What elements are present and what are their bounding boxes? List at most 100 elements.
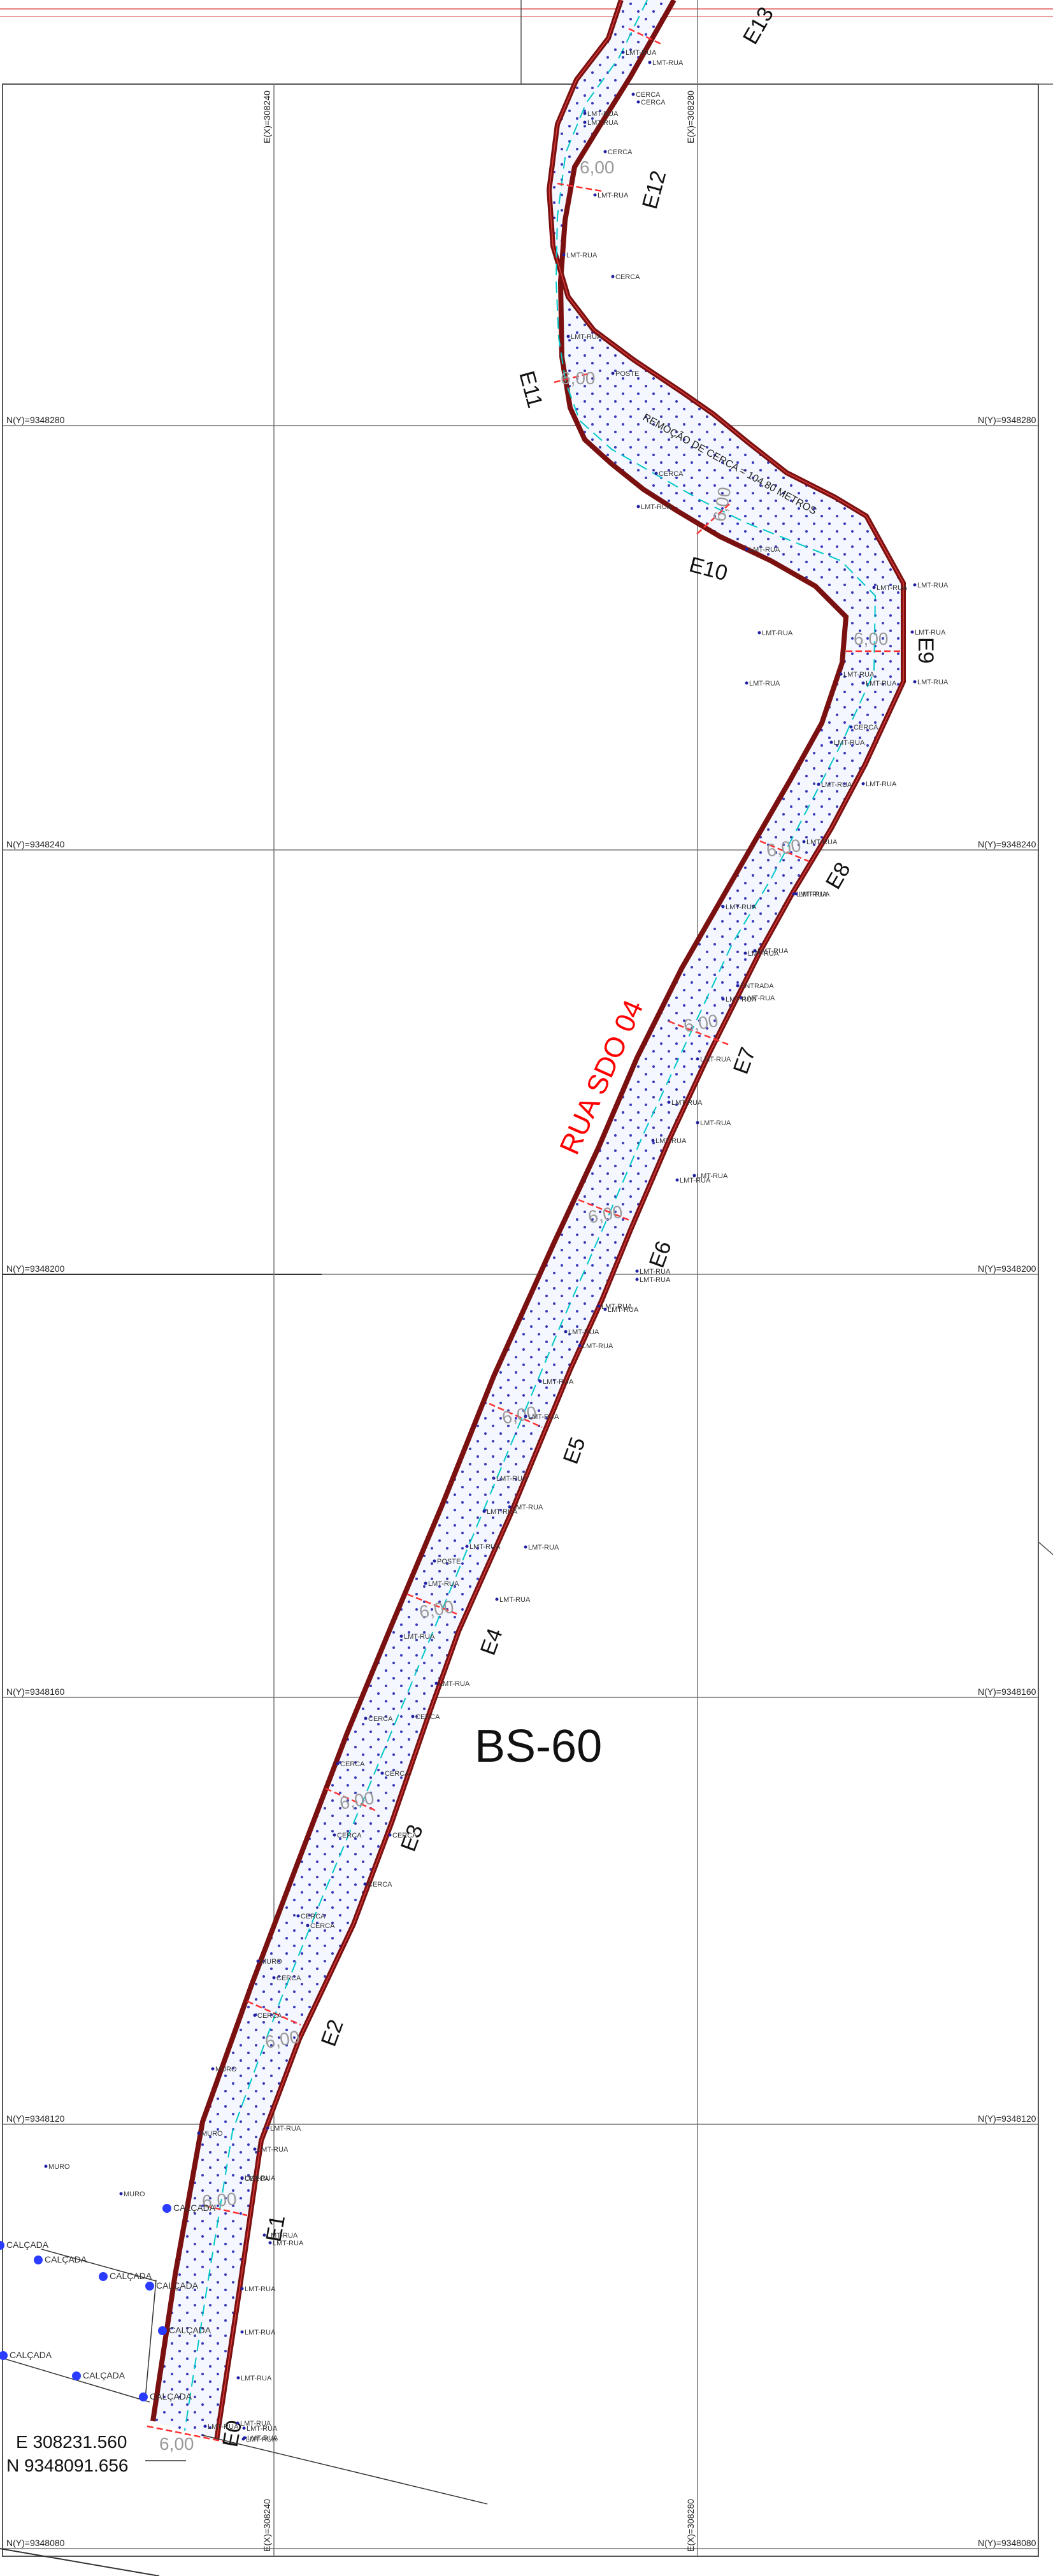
north-label: N(Y)=9348080 [6, 2538, 65, 2548]
station-label: E6 [645, 1238, 677, 1271]
survey-point-marker [241, 2437, 245, 2441]
survey-point-marker [913, 680, 917, 684]
survey-point-marker [364, 1716, 368, 1720]
survey-point-marker [524, 1414, 527, 1418]
survey-point-label: CALÇADA [173, 2203, 216, 2213]
survey-point-marker [236, 2376, 240, 2380]
station-label: E5 [559, 1434, 591, 1467]
survey-point-marker [566, 335, 570, 338]
survey-point-marker [861, 681, 865, 685]
survey-point-label: LMT-RUA [270, 2125, 301, 2133]
survey-point-label: LMT-RUA [641, 503, 672, 511]
survey-point-label: POSTE [615, 370, 639, 378]
north-label: N(Y)=9348280 [6, 415, 65, 425]
survey-point-label: CERCA [641, 99, 666, 106]
survey-point-label: CALÇADA [110, 2271, 152, 2281]
survey-point-label: LMT-RUA [240, 2420, 271, 2428]
survey-point-label: CERCA [608, 148, 633, 156]
survey-point-label: CERCA [340, 1760, 365, 1768]
station-label: E12 [638, 168, 671, 212]
width-label: 6,00 [854, 629, 889, 649]
survey-point-label: LMT-RUA [241, 2375, 272, 2382]
survey-point-label: LMT-RUA [700, 1056, 731, 1063]
survey-point-marker [240, 2287, 244, 2291]
survey-point-marker [740, 996, 743, 1000]
survey-point-marker [648, 61, 652, 64]
survey-point-marker [743, 951, 747, 955]
survey-point-label: LMT-RUA [834, 739, 865, 747]
road-edge-left-inner [216, 0, 904, 2441]
survey-point-marker [424, 1581, 427, 1585]
survey-point-label: ENTRADA [740, 982, 774, 990]
survey-point-label: CERCA [257, 2012, 282, 2020]
survey-point-label: CERCA [368, 1881, 392, 1889]
survey-point-marker [736, 984, 740, 988]
survey-point-marker [696, 1121, 699, 1125]
north-label: N(Y)=9348160 [978, 1687, 1036, 1697]
survey-point-marker [433, 1559, 436, 1563]
station-label: E4 [476, 1625, 508, 1659]
road-corridor [150, 0, 906, 2441]
survey-point-label: CERCA [392, 1832, 417, 1839]
survey-point-label: LMT-RUA [640, 1268, 671, 1276]
survey-point-marker [562, 253, 566, 257]
survey-point-marker [631, 92, 635, 96]
station-label: E9 [913, 637, 938, 664]
survey-point-label: LMT-RUA [626, 49, 657, 57]
survey-point-marker [482, 1509, 486, 1513]
survey-point-label: LMT-RUA [257, 2146, 289, 2154]
survey-point-marker [524, 1545, 527, 1549]
east-label: E(X)=308240 [262, 2499, 272, 2552]
block-label: BS-60 [475, 1721, 602, 1772]
survey-point-label: LMT-RUA [587, 110, 619, 118]
survey-point-marker [508, 1505, 512, 1509]
station-label: E1 [261, 2213, 290, 2244]
survey-point-label: LMT-RUA [247, 2425, 278, 2433]
survey-point-label: CERCA [659, 470, 684, 478]
survey-point-label: LMT-RUA [917, 679, 949, 686]
survey-point-marker [336, 1762, 340, 1766]
north-label: N(Y)=9348120 [6, 2113, 65, 2124]
survey-point-label: LMT-RUA [843, 671, 875, 679]
survey-point-marker [583, 120, 587, 124]
survey-point-marker [675, 1178, 679, 1182]
survey-point-marker [603, 150, 607, 154]
survey-point-marker [0, 2351, 8, 2360]
survey-point-marker [266, 2126, 269, 2130]
survey-point-label: LMT-RUA [247, 2435, 278, 2442]
width-label: 6,00 [561, 368, 596, 388]
survey-point-label: LMT-RUA [877, 584, 908, 592]
survey-point-label: CERCA [301, 1913, 326, 1920]
survey-point-label: LMT-RUA [749, 680, 780, 687]
survey-point-label: POSTE [437, 1558, 461, 1565]
survey-point-marker [495, 1597, 499, 1601]
survey-point-label: LMT-RUA [866, 781, 897, 788]
survey-point-marker [538, 1379, 542, 1383]
survey-point-label: CERCA [276, 1975, 301, 1982]
sheet-header-lines [0, 0, 1053, 85]
survey-point-label: LMT-RUA [528, 1413, 559, 1421]
survey-point-label: LMT-RUA [671, 1099, 703, 1107]
width-label: 6,00 [580, 157, 615, 177]
survey-point-label: LMT-RUA [267, 2232, 298, 2240]
survey-point-marker [380, 1771, 384, 1775]
survey-point-label: CERCA [368, 1715, 393, 1723]
north-label: N(Y)=9348240 [978, 839, 1036, 849]
survey-point-marker [158, 2326, 167, 2335]
survey-point-marker [651, 1139, 655, 1142]
survey-point-marker [34, 2256, 43, 2264]
survey-point-marker [253, 2013, 257, 2017]
north-label: N(Y)=9348200 [6, 1263, 65, 1274]
survey-point-marker [745, 681, 749, 685]
survey-point-label: CERCA [337, 1832, 362, 1839]
survey-point-marker [636, 505, 640, 508]
survey-point-marker [802, 840, 806, 844]
survey-point-label: LMT-RUA [568, 1328, 599, 1336]
survey-point-marker [119, 2192, 123, 2196]
survey-points: LMT-RUALMT-RUACERCALMT-RUALMT-RUACERCACE… [0, 49, 949, 2443]
survey-point-marker [268, 2241, 272, 2245]
survey-point-label: LMT-RUA [428, 1580, 459, 1588]
survey-point-marker [388, 1833, 392, 1837]
survey-point-label: CERCA [310, 1922, 335, 1930]
survey-point-label: LMT-RUA [571, 333, 602, 341]
